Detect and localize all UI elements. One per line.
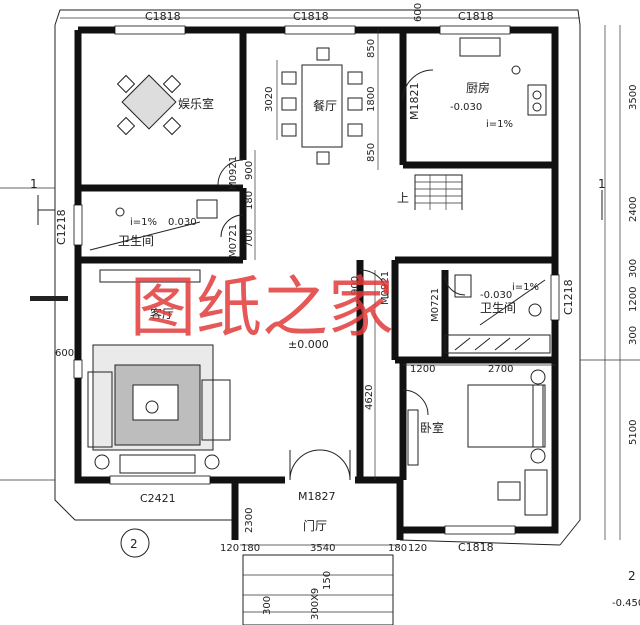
wardrobe [444, 334, 551, 354]
window-label-top-left: C1818 [145, 10, 181, 23]
window-label-bottom-left: C2421 [140, 492, 176, 505]
watermark-text: 图纸之家 [130, 269, 394, 346]
dim-3540: 3540 [310, 543, 335, 554]
dim-300x9: 300X9 [310, 588, 321, 620]
dim-850b: 850 [366, 143, 377, 162]
dining-table [281, 47, 363, 165]
bathroom1-fixtures [89, 199, 218, 251]
door-label-kitchen: M1821 [408, 83, 421, 121]
dim-2300: 2300 [244, 508, 255, 533]
roof-outline [0, 9, 640, 546]
elevation-outside: -0.450 [612, 598, 640, 609]
bathroom2-fixtures [454, 274, 546, 326]
window-label-bottom-right: C1818 [458, 541, 494, 554]
axis-mark-right-2: 2 [628, 569, 636, 583]
door-label-main: M1827 [298, 490, 336, 503]
door-swings [217, 69, 466, 481]
door-label-bath2: M0721 [430, 288, 441, 322]
elevation-living: ±0.000 [288, 338, 329, 351]
dim-1200: 1200 [410, 364, 435, 375]
dimension-lines [60, 17, 621, 546]
room-label-bathroom2: 卫生间 [480, 301, 516, 315]
axis-mark-2: 2 [130, 537, 138, 551]
dim-900b: 900 [350, 276, 361, 295]
window-label-left-bath: C1218 [55, 209, 68, 245]
door-label-hall: M0921 [380, 271, 391, 305]
stairs-up-label: 上 [397, 191, 409, 205]
dim-850a: 850 [366, 39, 377, 58]
section-mark-left: 1 [30, 177, 38, 191]
window-label-top-mid: C1818 [293, 10, 329, 23]
dim-600-top: 600 [413, 3, 424, 22]
window-label-top-right: C1818 [458, 10, 494, 23]
kitchen-fixtures [459, 37, 547, 116]
dim-300-bottom: 300 [262, 596, 273, 615]
door-label-bath1: M0721 [228, 224, 239, 258]
room-label-foyer: 门厅 [303, 518, 327, 533]
dim-120-left: 120 [220, 543, 239, 554]
room-label-dining: 餐厅 [313, 98, 337, 113]
slope-kitchen: i=1% [486, 119, 513, 130]
dim-r1200: 1200 [628, 287, 639, 312]
stairs [414, 174, 463, 210]
section-mark-right: 1 [598, 177, 606, 191]
dim-900: 900 [244, 161, 255, 180]
door-label-ent: M0921 [228, 156, 239, 190]
dim-2700: 2700 [488, 364, 513, 375]
dim-1800: 1800 [366, 87, 377, 112]
dim-180a: 180 [244, 191, 255, 210]
dim-r5100: 5100 [628, 420, 639, 445]
section-marks [37, 190, 603, 558]
interior-walls [78, 30, 555, 480]
elevation-bath2: -0.030 [480, 290, 512, 301]
slope-bath1: i=1% [130, 217, 157, 228]
dim-180-left: 180 [241, 543, 260, 554]
room-label-kitchen: 厨房 [466, 80, 490, 95]
dim-150: 150 [322, 571, 333, 590]
dim-r300b: 300 [628, 326, 639, 345]
room-label-bathroom1: 卫生间 [118, 234, 154, 248]
dim-600-left: 600 [55, 348, 74, 359]
window-label-right-bath: C1218 [562, 279, 575, 315]
room-label-bedroom: 卧室 [420, 420, 444, 435]
living-furniture [87, 269, 231, 474]
dim-4620: 4620 [364, 385, 375, 410]
bedroom-furniture [407, 369, 548, 516]
entry-steps [242, 554, 394, 625]
dim-r300a: 300 [628, 259, 639, 278]
windows-marks [30, 25, 560, 535]
dim-700: 700 [244, 229, 255, 248]
card-table [116, 74, 182, 136]
dim-r3500: 3500 [628, 85, 639, 110]
elevation-bath1: 0.030 [168, 217, 197, 228]
slope-bath2: i=1% [512, 282, 539, 293]
room-label-living: 客厅 [150, 306, 174, 321]
dim-120-right: 120 [408, 543, 427, 554]
dim-180-right: 180 [388, 543, 407, 554]
elevation-kitchen: -0.030 [450, 102, 482, 113]
room-label-entertainment: 娱乐室 [178, 96, 214, 111]
dim-r2400: 2400 [628, 197, 639, 222]
dim-3020: 3020 [264, 87, 275, 112]
